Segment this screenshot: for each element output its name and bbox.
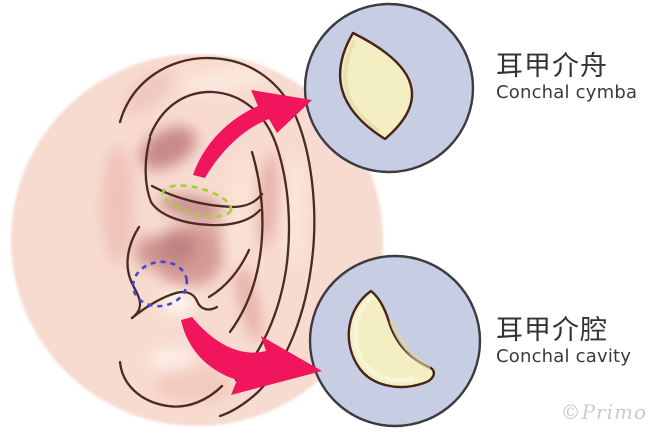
- ear-outline: [118, 56, 316, 418]
- antihelix-line: [228, 150, 264, 334]
- helix-outer-line: [118, 56, 316, 418]
- cymba-label-en: Conchal cymba: [496, 82, 638, 103]
- arrow-to-cymba: [193, 90, 312, 178]
- cavity-callout: [308, 254, 482, 428]
- antihelix-fold-line: [207, 248, 251, 299]
- cavity-cartilage-shade: [389, 319, 431, 370]
- conchal-cavity-highlight: [131, 260, 189, 308]
- cymba-callout: [303, 2, 475, 174]
- conchal-cymba-highlight: [161, 184, 233, 218]
- helix-inner-line: [148, 90, 291, 382]
- cavity-label-ja: 耳甲介腔: [496, 315, 608, 346]
- arrow-to-cavity: [181, 317, 322, 395]
- tragus-line: [126, 225, 142, 320]
- antitragus-line: [130, 290, 219, 320]
- cymba-label-ja: 耳甲介舟: [496, 51, 608, 82]
- cavity-label-en: Conchal cavity: [496, 346, 632, 367]
- watermark: ©Primo: [560, 400, 647, 424]
- cymba-upper-line: [150, 184, 264, 209]
- cymba-cartilage-shade: [343, 40, 380, 132]
- crus-helicis-line: [144, 136, 262, 227]
- cavity-cartilage-shape: [347, 289, 435, 389]
- ear-shading: [102, 67, 303, 403]
- cavity-cartilage-highlight: [353, 294, 415, 383]
- earlobe-line: [118, 360, 224, 408]
